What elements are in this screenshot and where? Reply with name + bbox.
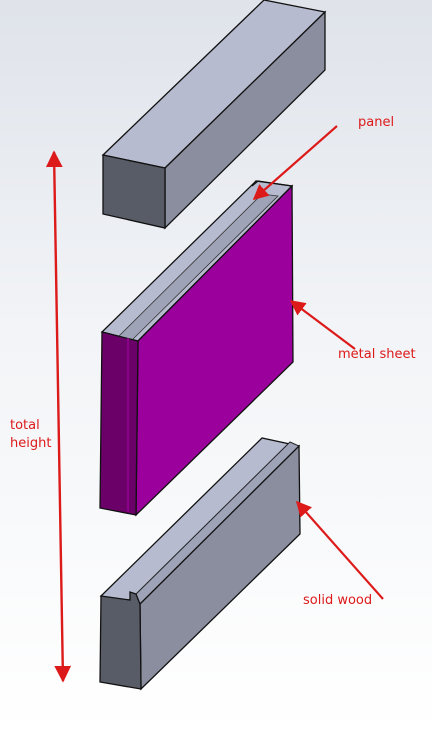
metal-sheet-panel	[99, 180, 294, 517]
top-block-front-face	[102, 154, 166, 229]
solid-wood-arrow	[295, 500, 384, 600]
panel-label: panel	[358, 115, 395, 130]
metal-sheet-label: metal sheet	[338, 347, 416, 362]
metal-sheet-edge-face	[99, 331, 139, 516]
panel-arrow	[252, 125, 338, 201]
bottom-wood-block	[99, 437, 301, 691]
solid-wood-label: solid wood	[303, 593, 373, 608]
bottom-block-front-face	[99, 591, 142, 690]
metal-sheet-lip	[251, 180, 293, 190]
total-height-arrow	[45, 150, 72, 683]
total-height-label-line2: height	[10, 436, 52, 451]
total-height-label-line1: total	[10, 418, 40, 433]
top-wood-block	[101, 0, 327, 230]
metal-sheet-arrow	[289, 300, 356, 350]
total-height-label: total height	[10, 417, 70, 453]
